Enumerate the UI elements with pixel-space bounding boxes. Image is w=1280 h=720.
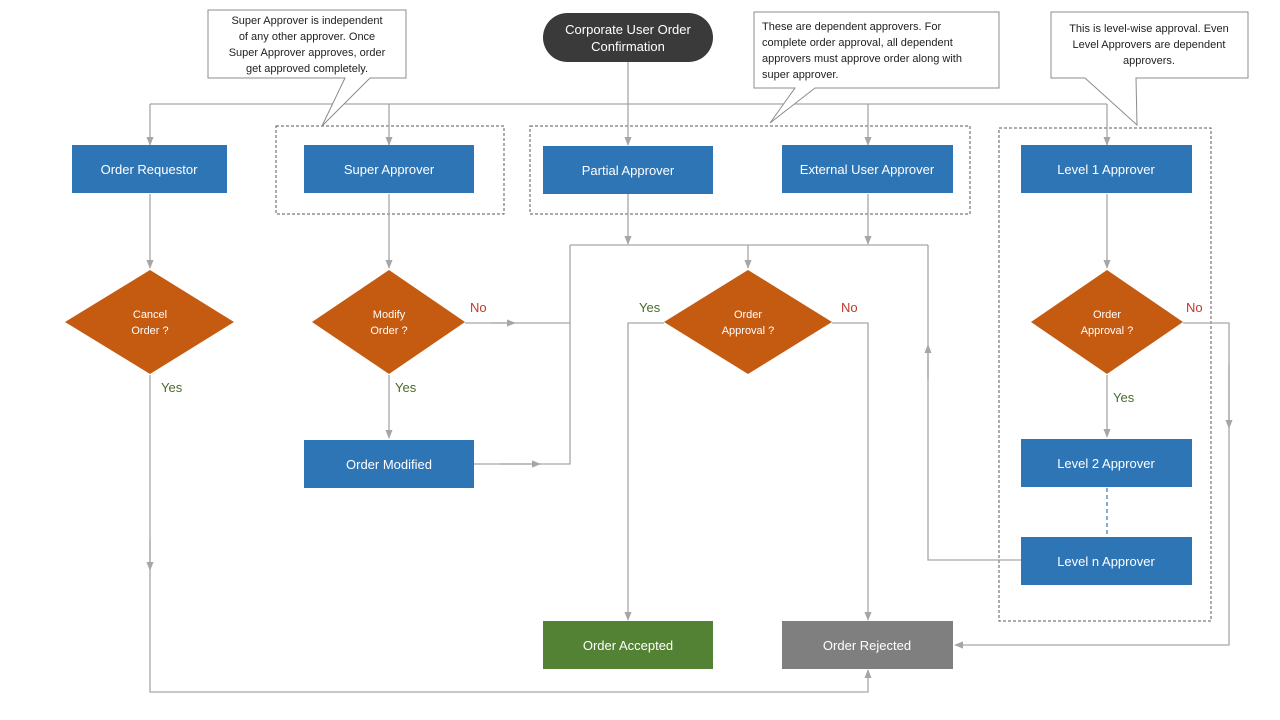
order-approval-mid-decision: Order Approval ? [664, 270, 832, 374]
order-requestor-box: Order Requestor [72, 145, 227, 193]
dependent-approvers-group-frame [529, 125, 971, 215]
start-line-1: Corporate User Order [565, 22, 691, 37]
connectors [146, 62, 1233, 693]
approval-right-yes-label: Yes [1113, 390, 1135, 405]
super-approver-group-frame [275, 125, 505, 215]
note-super-approver: Super Approver is independent of any oth… [207, 9, 407, 127]
order-approval-mid-line-1: Order [734, 309, 762, 321]
external-user-approver-box: External User Approver [782, 145, 953, 193]
note-dependent-approvers: These are dependent approvers. For compl… [753, 11, 1000, 124]
level-approvers-group-frame [998, 127, 1212, 622]
order-rejected-box: Order Rejected [782, 621, 953, 669]
cancel-order-decision: Cancel Order ? [65, 270, 234, 374]
note-level-approval: This is level-wise approval. Even Level … [1050, 11, 1249, 127]
approval-mid-yes-label: Yes [639, 300, 661, 315]
order-requestor-label: Order Requestor [101, 162, 198, 177]
order-accepted-label: Order Accepted [583, 638, 673, 653]
order-approval-mid-line-2: Approval ? [722, 325, 775, 337]
leveln-approver-box: Level n Approver [1021, 537, 1192, 585]
level1-approver-box: Level 1 Approver [1021, 145, 1192, 193]
modify-yes-label: Yes [395, 380, 417, 395]
modify-no-label: No [470, 300, 487, 315]
leveln-approver-label: Level n Approver [1057, 554, 1155, 569]
super-approver-label: Super Approver [344, 162, 435, 177]
modify-order-decision: Modify Order ? [312, 270, 465, 374]
partial-approver-label: Partial Approver [582, 163, 675, 178]
connector-approval-no [832, 322, 872, 621]
note-dependent-line-4: super approver. [762, 69, 838, 81]
connector-modified-out [474, 245, 571, 465]
level2-approver-label: Level 2 Approver [1057, 456, 1155, 471]
connector-approval-yes [624, 322, 664, 621]
note-level-line-1: This is level-wise approval. Even [1069, 23, 1229, 35]
note-dependent-line-1: These are dependent approvers. For [762, 21, 942, 33]
order-approval-right-decision: Order Approval ? [1031, 270, 1183, 374]
order-modified-label: Order Modified [346, 457, 432, 472]
level2-approver-box: Level 2 Approver [1021, 439, 1192, 487]
start-node: Corporate User Order Confirmation [543, 13, 713, 62]
external-user-approver-label: External User Approver [800, 162, 935, 177]
approval-right-no-label: No [1186, 300, 1203, 315]
order-rejected-label: Order Rejected [823, 638, 911, 653]
note-super-line-3: Super Approver approves, order [229, 47, 386, 59]
note-dependent-line-2: complete order approval, all dependent [762, 37, 953, 49]
note-super-line-1: Super Approver is independent [231, 15, 382, 27]
note-super-line-2: of any other approver. Once [239, 31, 375, 43]
connector-approval-right-no [954, 322, 1230, 649]
modify-order-line-1: Modify [373, 309, 406, 321]
approval-mid-no-label: No [841, 300, 858, 315]
order-approval-right-line-2: Approval ? [1081, 325, 1134, 337]
cancel-yes-label: Yes [161, 380, 183, 395]
note-dependent-line-3: approvers must approve order along with [762, 53, 962, 65]
level1-approver-label: Level 1 Approver [1057, 162, 1155, 177]
super-approver-box: Super Approver [304, 145, 474, 193]
connector-cancel-yes [149, 375, 872, 693]
cancel-order-line-1: Cancel [133, 309, 167, 321]
start-line-2: Confirmation [591, 39, 665, 54]
modify-order-line-2: Order ? [370, 325, 407, 337]
order-modified-box: Order Modified [304, 440, 474, 488]
note-level-line-2: Level Approvers are dependent [1073, 39, 1226, 51]
order-approval-right-line-1: Order [1093, 309, 1121, 321]
order-accepted-box: Order Accepted [543, 621, 713, 669]
note-level-line-3: approvers. [1123, 55, 1175, 67]
note-super-line-4: get approved completely. [246, 63, 368, 75]
connector-leveln-return [927, 245, 1021, 561]
cancel-order-line-2: Order ? [131, 325, 168, 337]
partial-approver-box: Partial Approver [543, 146, 713, 194]
